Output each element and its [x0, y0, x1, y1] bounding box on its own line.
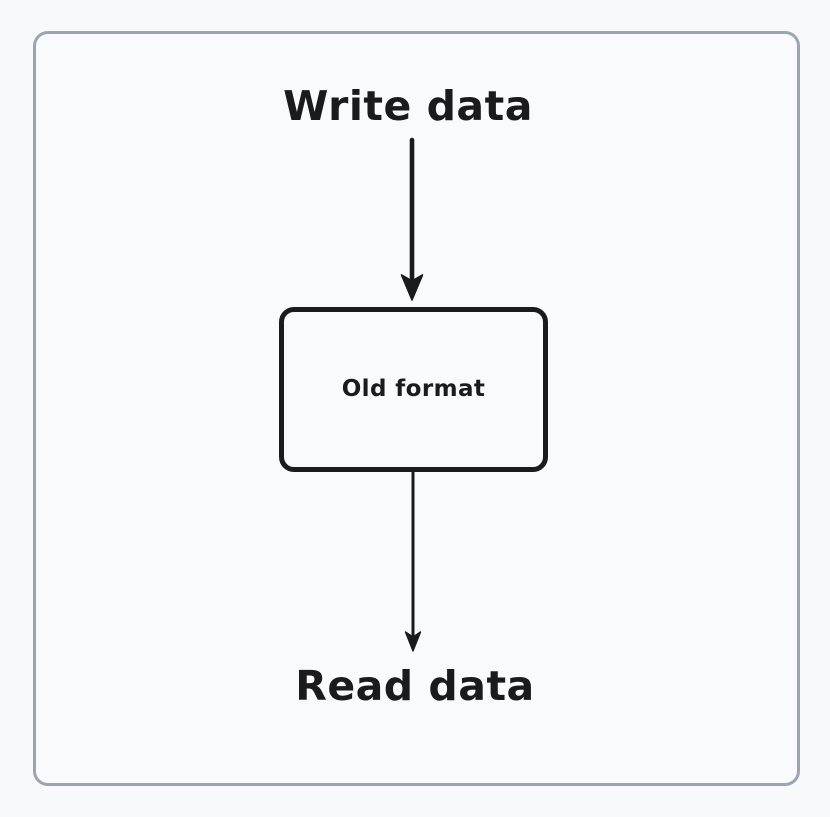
node-label-old-format: Old format: [341, 376, 486, 402]
node-label-write-data: Write data: [283, 82, 533, 130]
node-label-read-data: Read data: [295, 662, 535, 710]
node-old-format: Old format: [279, 307, 548, 472]
